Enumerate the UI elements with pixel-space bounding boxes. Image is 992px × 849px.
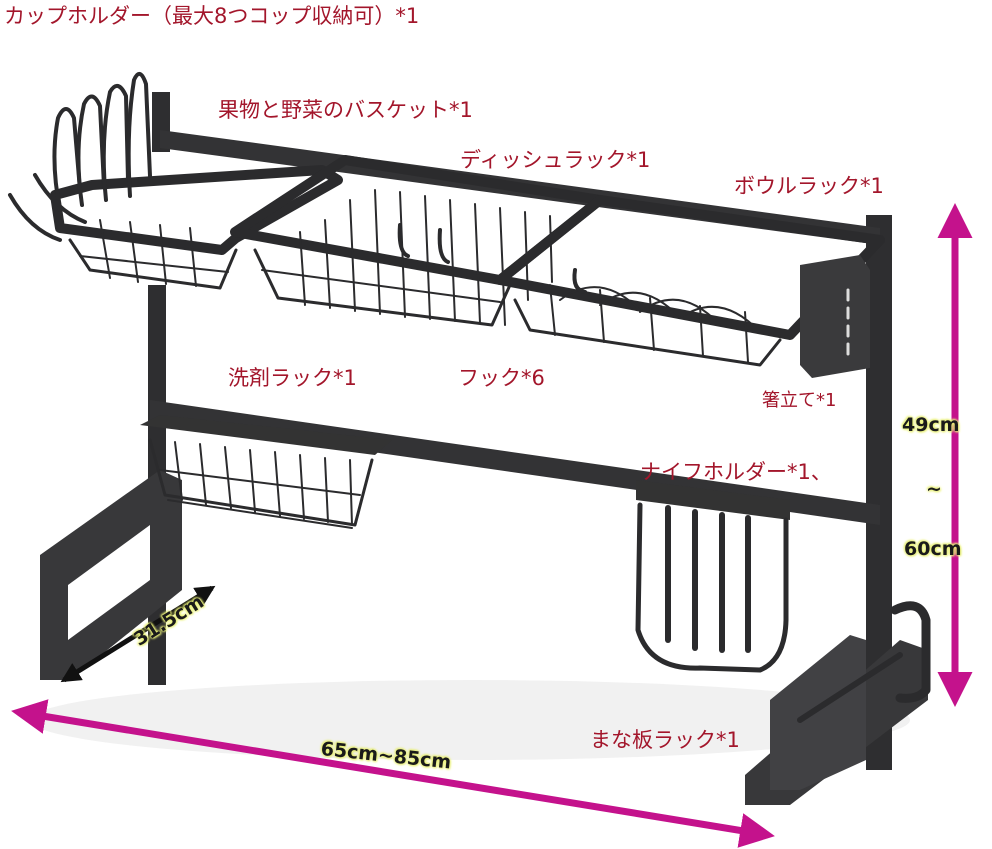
chopstick-stand-drawing bbox=[800, 255, 870, 378]
depth-arrow bbox=[60, 585, 216, 683]
bowl-rack-drawing bbox=[495, 195, 885, 367]
label-knife-holder: ナイフホルダー*1、 bbox=[640, 460, 832, 484]
label-cup-holder: カップホルダー（最大8つコップ収納可）*1 bbox=[4, 4, 420, 28]
label-detergent-rack: 洗剤ラック*1 bbox=[228, 366, 357, 390]
dim-height-max: 60cm bbox=[904, 538, 962, 560]
label-hooks: フック*6 bbox=[458, 366, 545, 390]
fruit-basket-drawing bbox=[8, 72, 343, 290]
detergent-basket-drawing bbox=[140, 415, 392, 529]
label-chopstick-stand: 箸立て*1 bbox=[762, 390, 837, 411]
label-fruit-basket: 果物と野菜のバスケット*1 bbox=[218, 98, 473, 122]
dim-height-sep: ~ bbox=[926, 478, 942, 500]
label-bowl-rack: ボウルラック*1 bbox=[734, 174, 884, 198]
label-dish-rack: ディッシュラック*1 bbox=[460, 148, 651, 172]
knife-holder-drawing bbox=[635, 480, 790, 673]
width-arrow bbox=[11, 699, 775, 848]
label-cutting-board-rack: まな板ラック*1 bbox=[590, 728, 740, 752]
cutting-board-rack-drawing bbox=[745, 601, 931, 805]
dim-height-min: 49cm bbox=[902, 414, 960, 436]
